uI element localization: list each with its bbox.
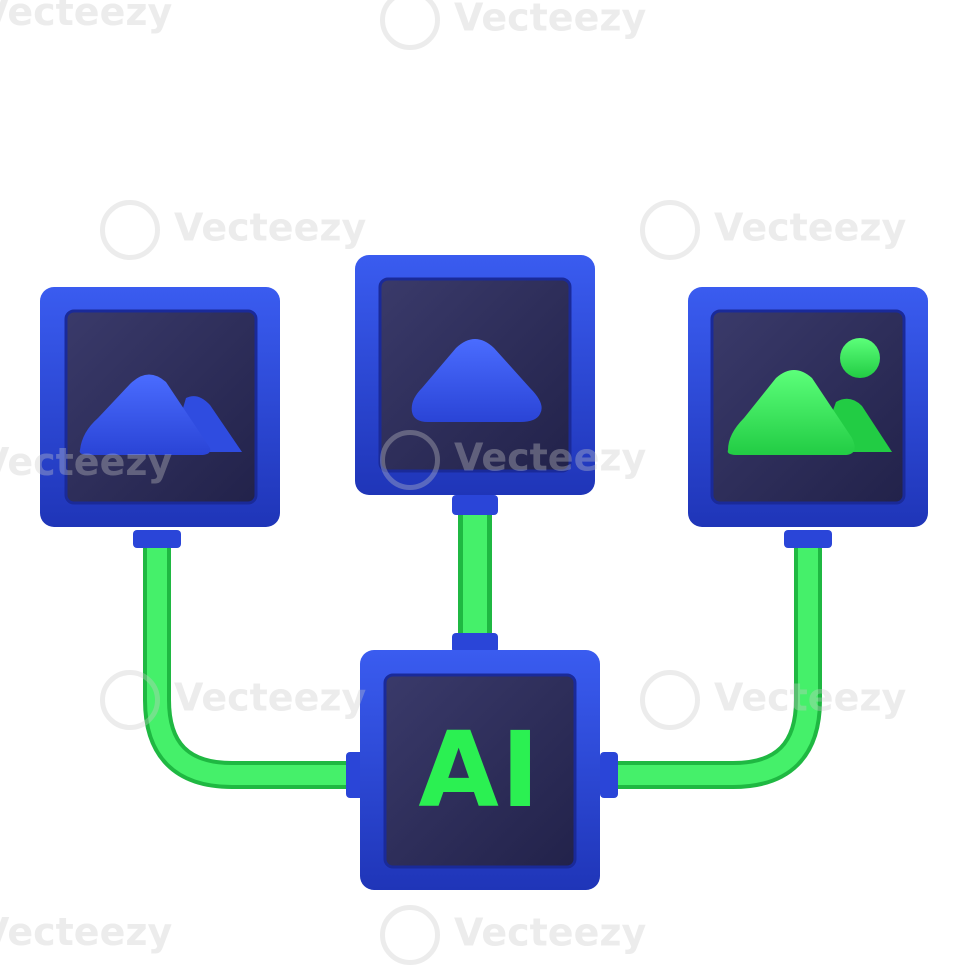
- single-peak-icon: [411, 339, 542, 422]
- image-mountains-icon: [79, 374, 242, 455]
- ai-center-node: [360, 650, 600, 890]
- right-image-node: [688, 287, 928, 527]
- left-image-node: [40, 287, 280, 527]
- ai-label: AI: [418, 709, 542, 831]
- left-connector-pipe: [143, 531, 369, 789]
- right-connector-pipe: [596, 531, 822, 789]
- image-sun-mountains-icon: [727, 338, 892, 455]
- middle-image-node: [355, 255, 595, 495]
- connector-pipes: [133, 495, 832, 798]
- sun-icon: [840, 338, 880, 378]
